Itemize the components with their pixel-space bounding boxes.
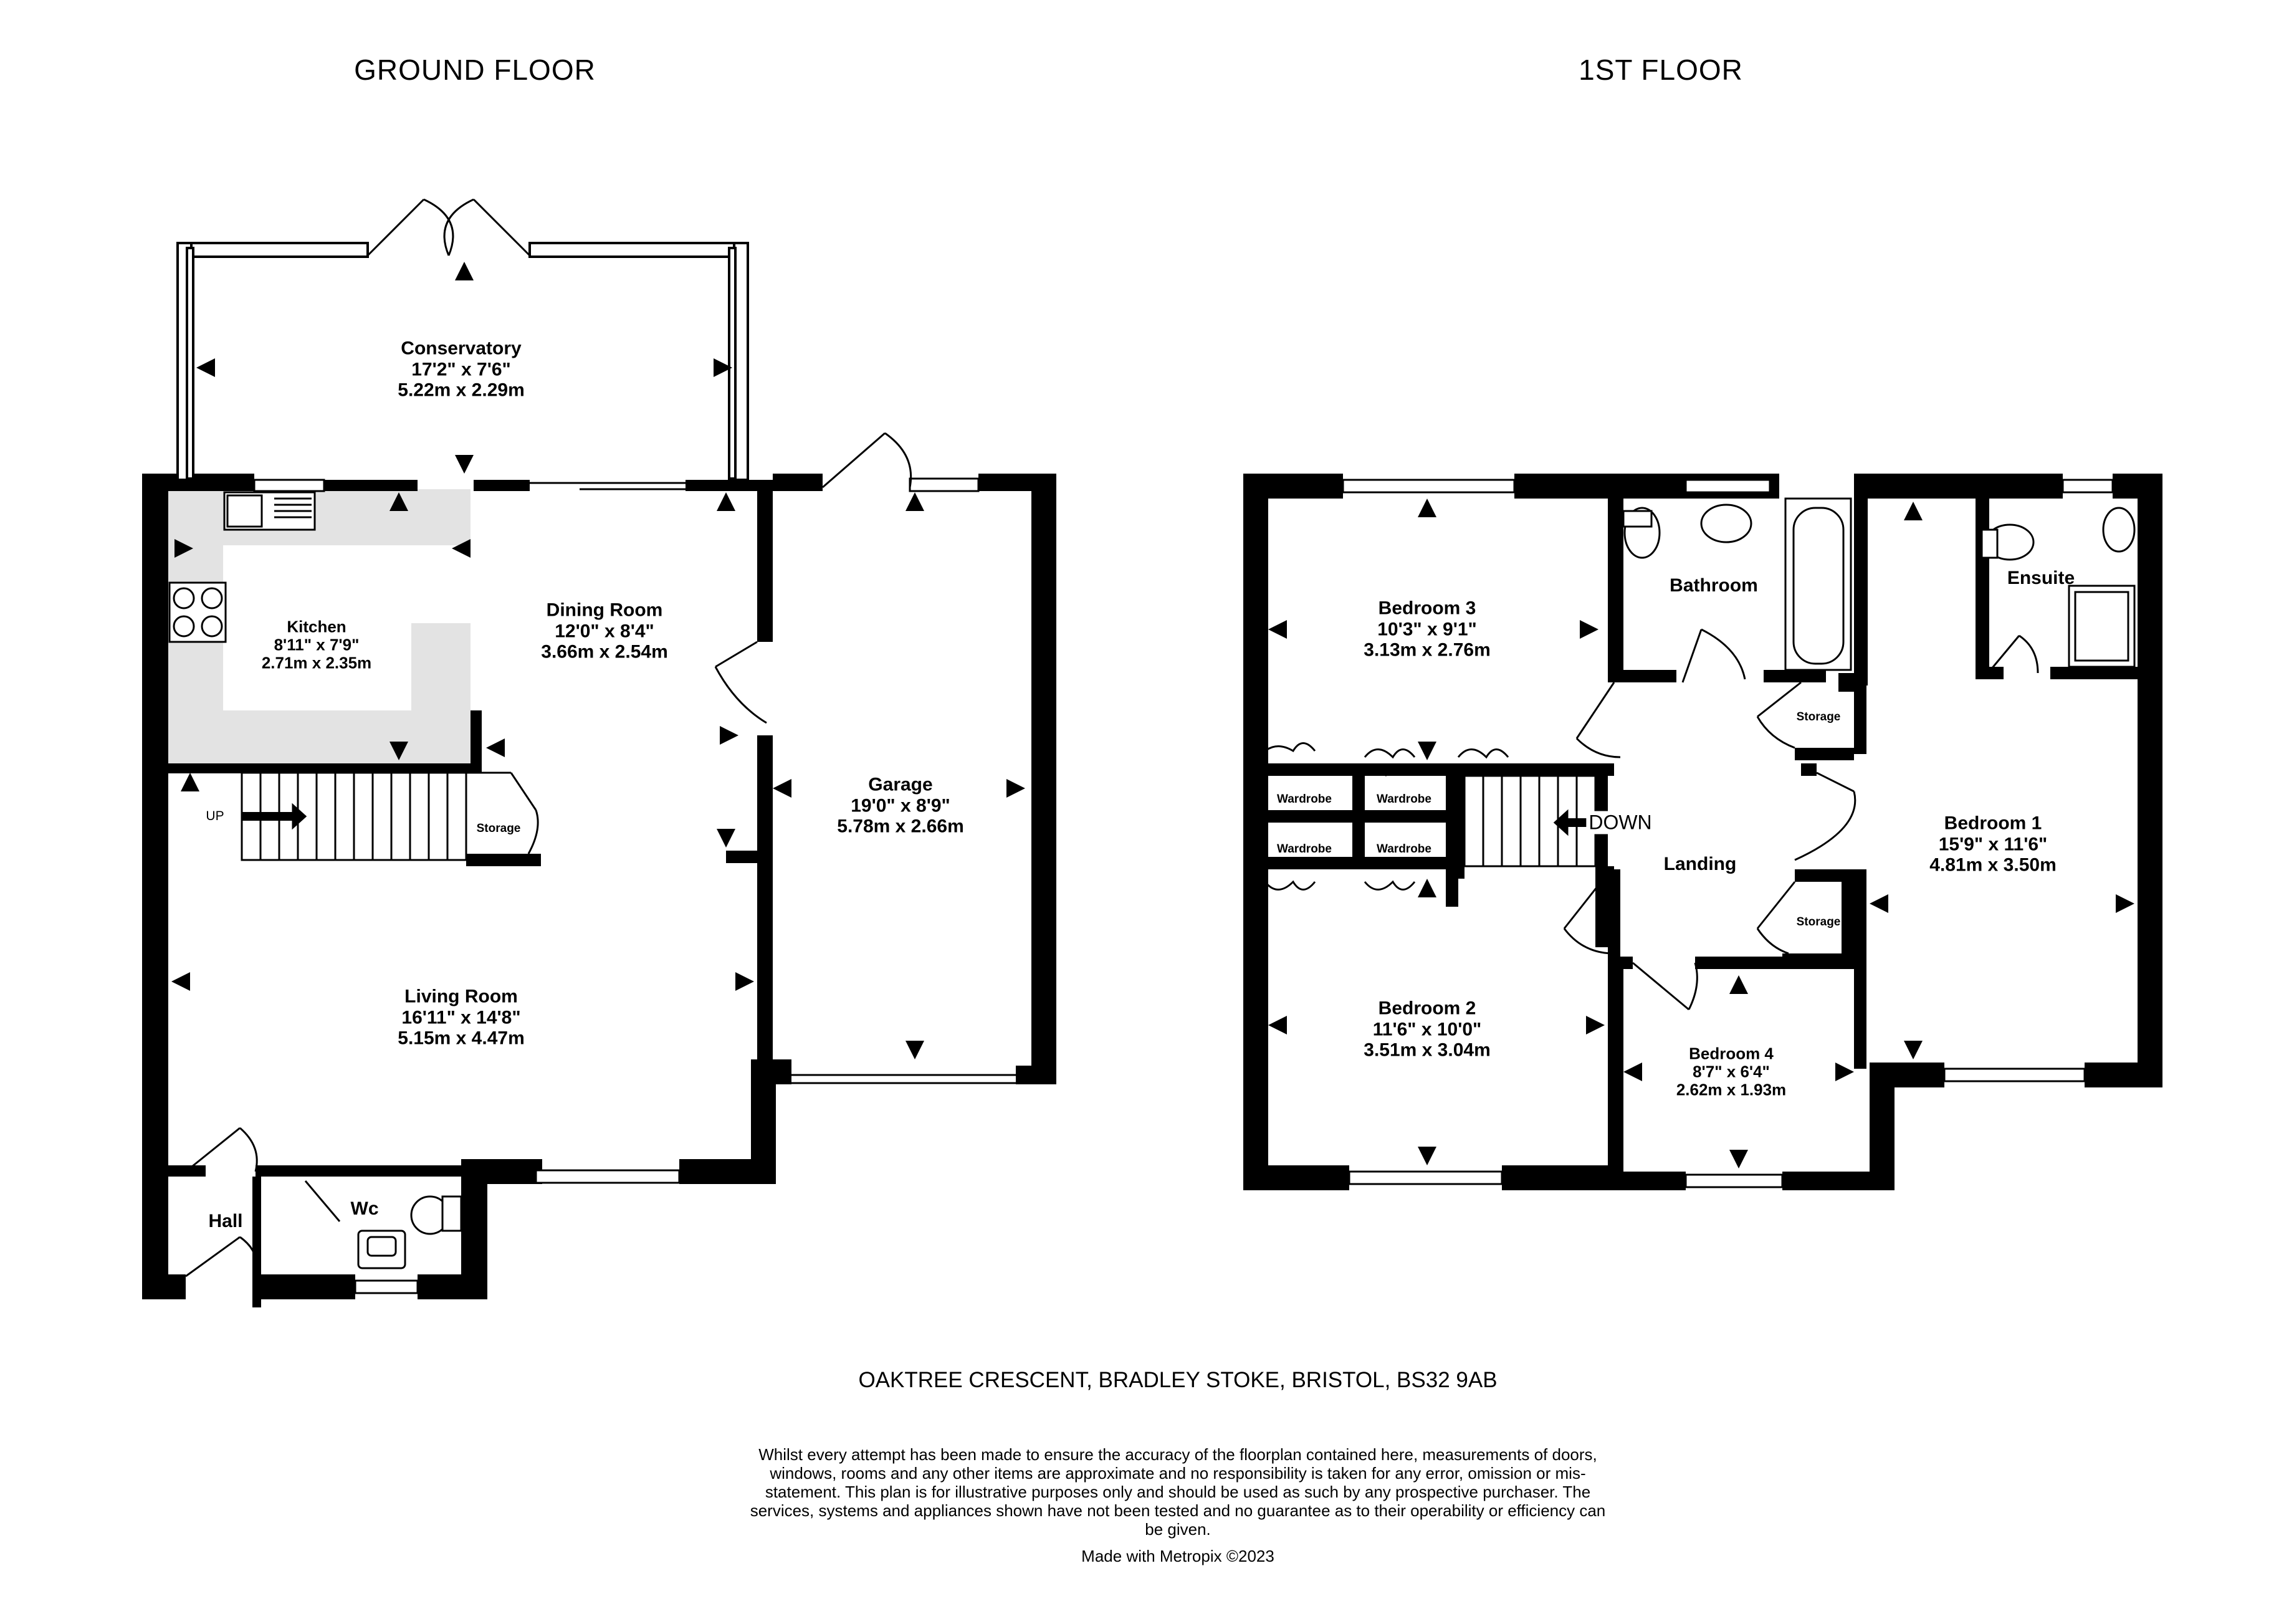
- room-ensuite: Ensuite: [2007, 568, 2075, 589]
- room-imperial: 8'11" x 7'9": [274, 635, 360, 654]
- room-imperial: 8'7" x 6'4": [1693, 1062, 1770, 1081]
- room-kitchen: Kitchen 8'11" x 7'9" 2.71m x 2.35m: [262, 618, 371, 672]
- first-floor-title: 1ST FLOOR: [1579, 54, 1743, 86]
- room-name: Bedroom 4: [1689, 1044, 1774, 1063]
- ground-stairs: [241, 771, 539, 861]
- ground-storage-label: Storage: [476, 822, 521, 835]
- room-name: Kitchen: [287, 617, 346, 636]
- room-metric: 2.71m x 2.35m: [261, 653, 372, 672]
- room-name: Hall: [208, 1211, 243, 1232]
- room-name: Living Room: [404, 986, 518, 1007]
- room-metric: 5.78m x 2.66m: [837, 816, 964, 837]
- room-imperial: 11'6" x 10'0": [1372, 1019, 1482, 1040]
- room-name: Bedroom 1: [1944, 813, 2042, 834]
- landing-storage-label-top: Storage: [1796, 710, 1841, 724]
- garage-details: [714, 432, 1016, 1084]
- first-floor-windows: [1342, 479, 2114, 1188]
- room-name: Garage: [868, 774, 933, 795]
- wardrobe-label-1: Wardrobe: [1277, 793, 1332, 806]
- room-imperial: 12'0" x 8'4": [555, 621, 654, 642]
- room-wc: Wc: [351, 1198, 379, 1220]
- room-dining-room: Dining Room 12'0" x 8'4" 3.66m x 2.54m: [541, 600, 667, 663]
- first-floor-doors: [1264, 628, 2039, 1011]
- ground-floor-walls: [142, 474, 1056, 1307]
- dimension-arrows: [171, 262, 2134, 1168]
- room-garage: Garage 19'0" x 8'9" 5.78m x 2.66m: [837, 775, 963, 838]
- wc-fixtures: [357, 1195, 462, 1269]
- room-metric: 3.13m x 2.76m: [1364, 639, 1491, 661]
- room-name: Dining Room: [546, 599, 663, 621]
- room-name: Landing: [1663, 854, 1737, 875]
- wardrobe-label-2: Wardrobe: [1377, 793, 1431, 806]
- room-imperial: 17'2" x 7'6": [411, 359, 511, 380]
- room-name: Bedroom 2: [1378, 998, 1476, 1019]
- bathroom-fixtures: [1622, 497, 2136, 671]
- wardrobe-label-3: Wardrobe: [1277, 843, 1332, 856]
- wardrobe-label-4: Wardrobe: [1377, 843, 1431, 856]
- room-imperial: 19'0" x 8'9": [851, 795, 950, 816]
- room-metric: 2.62m x 1.93m: [1676, 1080, 1787, 1099]
- room-bedroom-4: Bedroom 4 8'7" x 6'4" 2.62m x 1.93m: [1676, 1044, 1786, 1099]
- french-doors: [366, 198, 531, 257]
- room-metric: 5.22m x 2.29m: [398, 380, 525, 401]
- kitchen-floor: [168, 489, 471, 763]
- sliding-door: [530, 482, 686, 490]
- room-metric: 3.66m x 2.54m: [541, 641, 668, 662]
- kitchen-fixtures: [168, 491, 316, 643]
- room-metric: 4.81m x 3.50m: [1929, 854, 2057, 876]
- room-conservatory: Conservatory 17'2" x 7'6" 5.22m x 2.29m: [398, 338, 524, 401]
- room-name: Bedroom 3: [1378, 598, 1476, 619]
- property-address: OAKTREE CRESCENT, BRADLEY STOKE, BRISTOL…: [858, 1368, 1498, 1392]
- room-name: Ensuite: [2007, 568, 2075, 589]
- room-bedroom-2: Bedroom 2 11'6" x 10'0" 3.51m x 3.04m: [1364, 998, 1490, 1061]
- room-metric: 3.51m x 3.04m: [1364, 1039, 1491, 1061]
- stairs-down-label: DOWN: [1586, 811, 1655, 834]
- room-name: Wc: [350, 1198, 379, 1220]
- conservatory-frame: [176, 242, 749, 481]
- room-imperial: 10'3" x 9'1": [1377, 619, 1477, 640]
- room-name: Conservatory: [401, 338, 522, 359]
- room-hall: Hall: [208, 1211, 242, 1232]
- room-name: Bathroom: [1670, 575, 1758, 596]
- landing-storage-label-bottom: Storage: [1796, 915, 1841, 929]
- room-imperial: 16'11" x 14'8": [401, 1007, 521, 1028]
- room-bedroom-3: Bedroom 3 10'3" x 9'1" 3.13m x 2.76m: [1364, 598, 1490, 661]
- room-metric: 5.15m x 4.47m: [398, 1028, 525, 1049]
- stairs-up-label: UP: [206, 809, 224, 823]
- ground-floor-title: GROUND FLOOR: [354, 54, 596, 86]
- hall-door: [185, 1127, 341, 1278]
- room-living-room: Living Room 16'11" x 14'8" 5.15m x 4.47m: [398, 986, 524, 1049]
- room-landing: Landing: [1664, 854, 1737, 875]
- credit-text: Made with Metropix ©2023: [1081, 1547, 1274, 1565]
- disclaimer-text: Whilst every attempt has been made to en…: [750, 1445, 1606, 1539]
- first-floor-walls: [1243, 474, 2162, 1190]
- room-bedroom-1: Bedroom 1 15'9" x 11'6" 4.81m x 3.50m: [1929, 813, 2056, 876]
- room-bathroom: Bathroom: [1670, 575, 1758, 596]
- room-imperial: 15'9" x 11'6": [1938, 834, 2048, 855]
